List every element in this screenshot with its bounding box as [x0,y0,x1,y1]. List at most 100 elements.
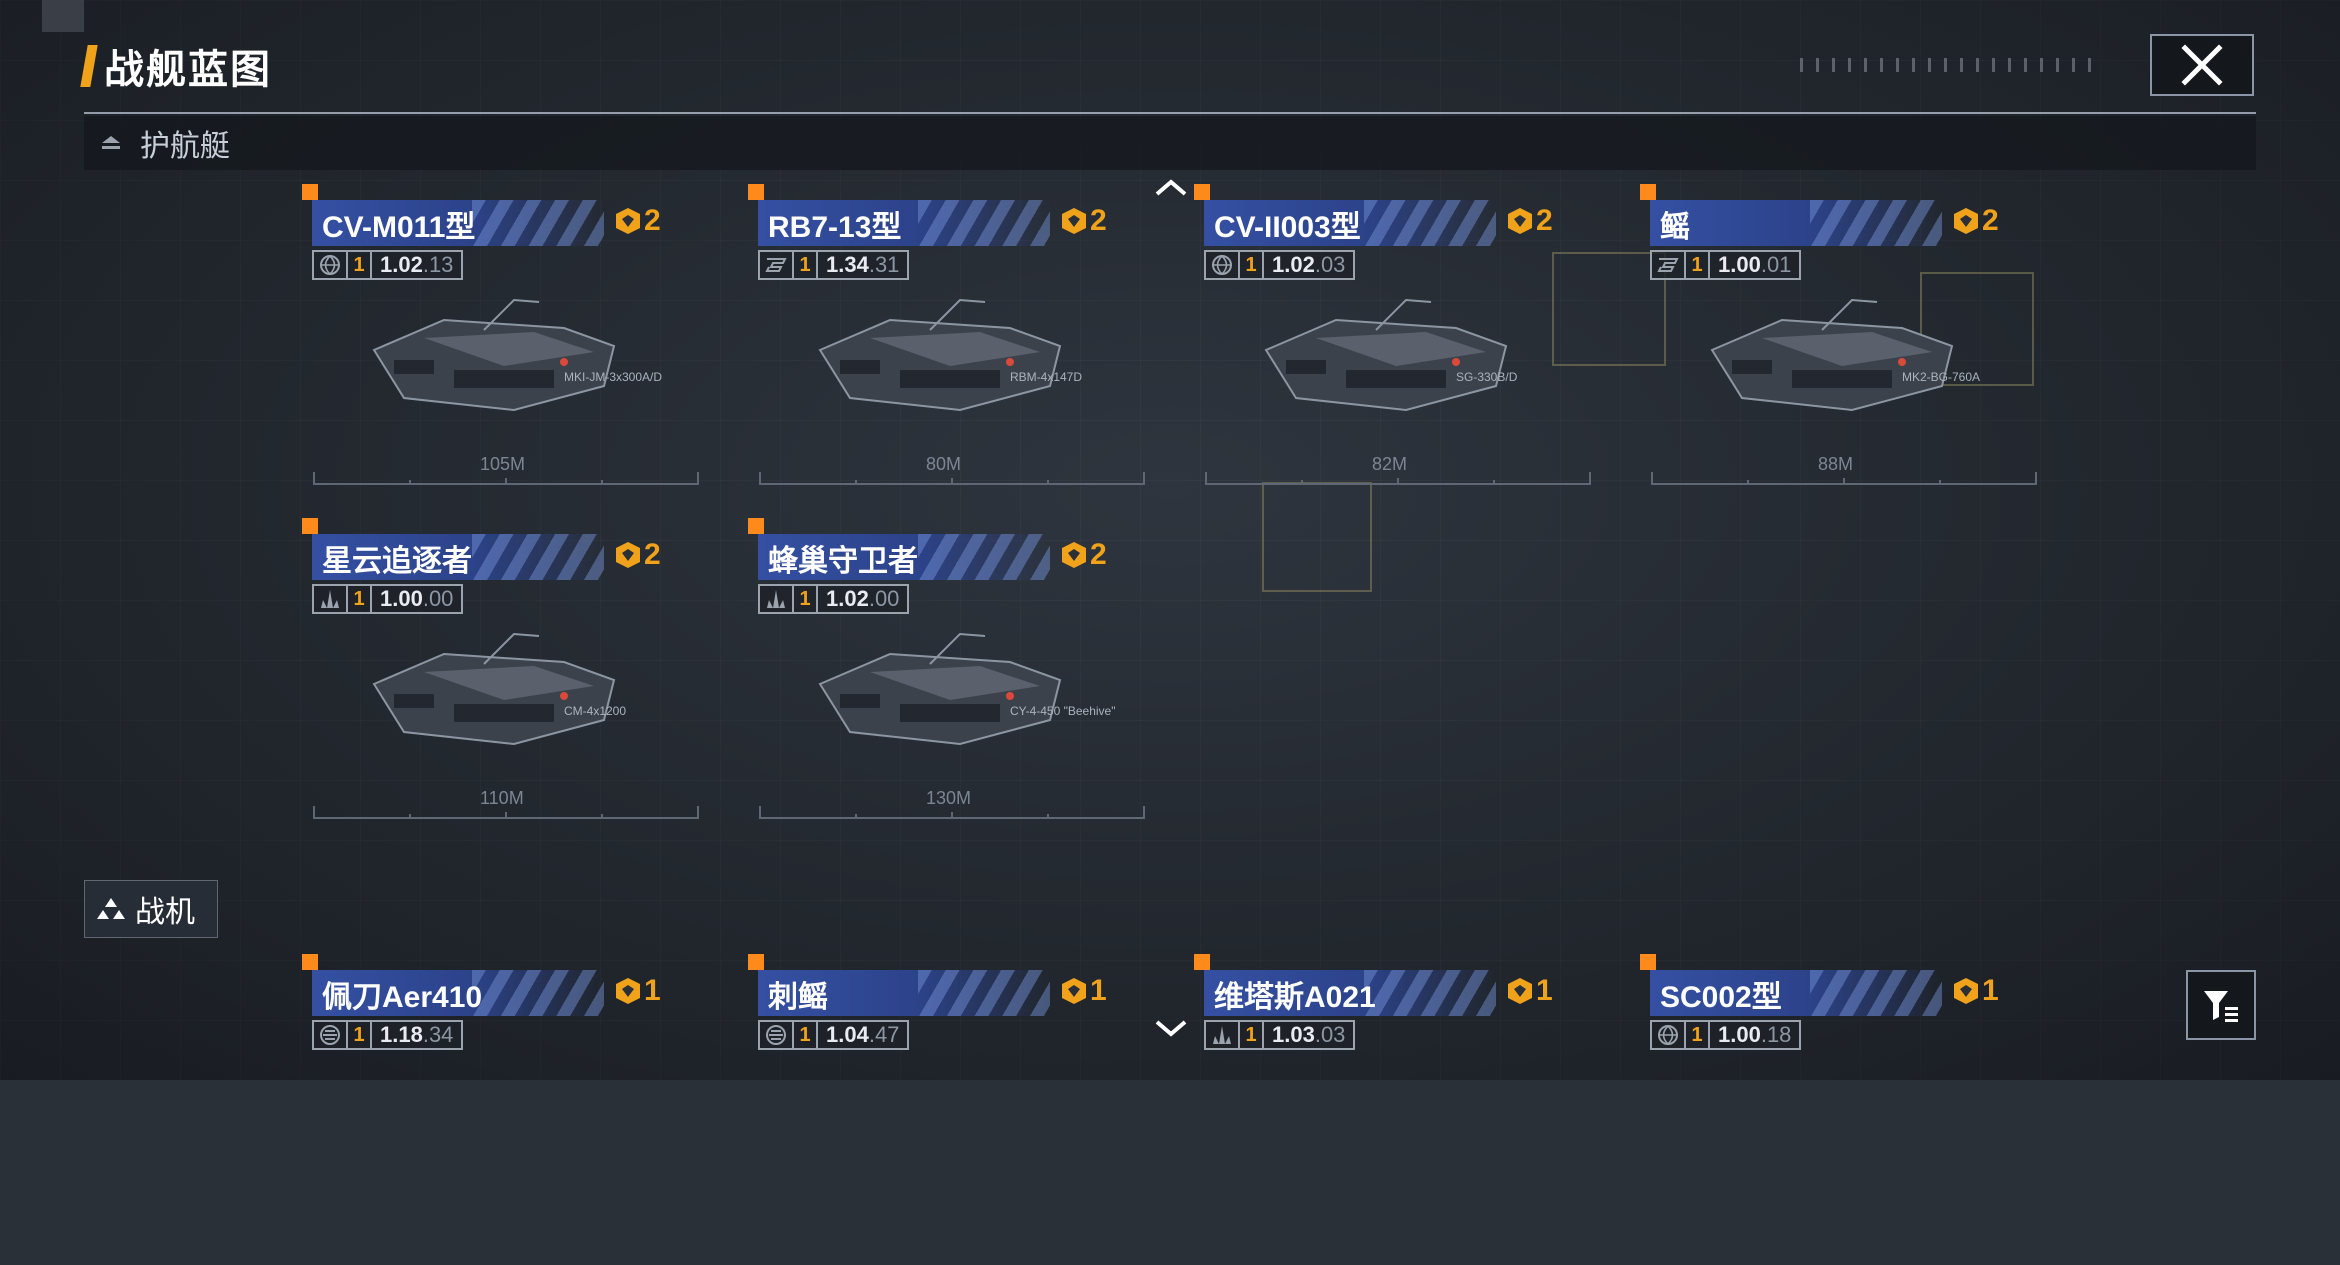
version-main: 1.04 [826,1022,869,1047]
name-bar-stripes [472,970,604,1016]
ship-tier: 1 [1686,1022,1710,1048]
cost-icon [616,542,640,568]
version-sub: .03 [1314,252,1346,277]
ship-tier: 1 [348,252,372,278]
ship-name: SC002型 [1660,981,1782,1014]
cost-value: 1 [1090,974,1107,1007]
ship-tier: 1 [1686,252,1710,278]
scroll-down-icon[interactable] [1154,1016,1188,1040]
rarity-corner [1194,184,1210,200]
version-sub: .31 [868,252,900,277]
ship-stat-box: 1 1.02.13 [312,250,464,280]
name-bar-stripes [1810,970,1942,1016]
close-button[interactable] [2150,34,2254,96]
scroll-up-icon[interactable] [1154,176,1188,200]
version-main: 1.03 [1272,1022,1315,1047]
ship-version: 1.00.01 [1710,252,1799,278]
rarity-corner [1194,954,1210,970]
cost-value: 1 [1536,974,1553,1007]
ship-tier: 1 [1240,252,1264,278]
tower-icon [314,586,348,612]
header-divider [84,112,2256,114]
close-icon [2181,44,2223,86]
ship-cost: 2 [1952,204,1999,238]
ship-length: 105M [480,454,526,474]
cost-icon [1062,542,1086,568]
version-main: 1.00 [1718,252,1761,277]
cost-icon [1954,978,1978,1004]
name-bar-stripes [1810,200,1942,246]
cost-value: 2 [644,538,661,571]
ship-version: 1.02.03 [1264,252,1353,278]
name-bar-stripes [472,534,604,580]
ship-name: 鳐 [1660,211,1690,244]
rarity-corner [302,184,318,200]
ship-length: 110M [480,788,524,808]
version-sub: .00 [868,586,900,611]
ship-cost: 2 [614,538,661,572]
cost-value: 2 [1090,204,1107,237]
ship-tier: 1 [794,252,818,278]
ship-name: 蜂巢守卫者 [768,545,918,578]
ship-blueprint-image [1264,298,1508,412]
globe-icon [314,252,348,278]
decorative-frame [1552,252,1666,366]
length-ruler [759,806,1145,819]
ship-tier: 1 [348,586,372,612]
header-tick-decoration [1800,58,2100,72]
cost-value: 2 [1982,204,1999,237]
tower-icon [1206,1022,1240,1048]
globe-icon [1652,1022,1686,1048]
ship-version: 1.34.31 [818,252,907,278]
ship-tier: 1 [348,1022,372,1048]
cost-icon [1954,208,1978,234]
version-main: 1.02 [380,252,423,277]
ship-name: 维塔斯A021 [1214,981,1376,1014]
ship-blueprint-image [1710,298,1954,412]
ship-name: CV-II003型 [1214,211,1361,244]
name-bar [1204,200,1496,246]
name-bar [312,970,604,1016]
ship-version: 1.18.34 [372,1022,461,1048]
version-sub: .00 [422,586,454,611]
name-bar [312,200,604,246]
version-sub: .47 [868,1022,900,1047]
ship-cost: 1 [1060,974,1107,1008]
filter-button[interactable] [2186,970,2256,1040]
ship-stat-box: 1 1.00.18 [1650,1020,1802,1050]
ship-name: 星云追逐者 [322,545,472,578]
section-title-fighter: 战机 [135,896,195,929]
cost-icon [616,208,640,234]
name-bar [1650,200,1942,246]
version-main: 1.00 [1718,1022,1761,1047]
tower-icon [760,586,794,612]
name-bar-stripes [1364,200,1496,246]
decorative-frame [1920,272,2034,386]
part-label: RBM-4x147D [1010,370,1083,384]
page-title: 战舰蓝图 [104,48,272,92]
ship-length: 80M [926,454,962,474]
length-ruler [1651,472,2037,485]
section-title-escort: 护航艇 [140,130,230,163]
name-bar-stripes [472,200,604,246]
cost-icon [616,978,640,1004]
length-ruler [313,472,699,485]
version-sub: .18 [1760,1022,1792,1047]
ship-length: 88M [1818,454,1854,474]
version-sub: .13 [422,252,454,277]
